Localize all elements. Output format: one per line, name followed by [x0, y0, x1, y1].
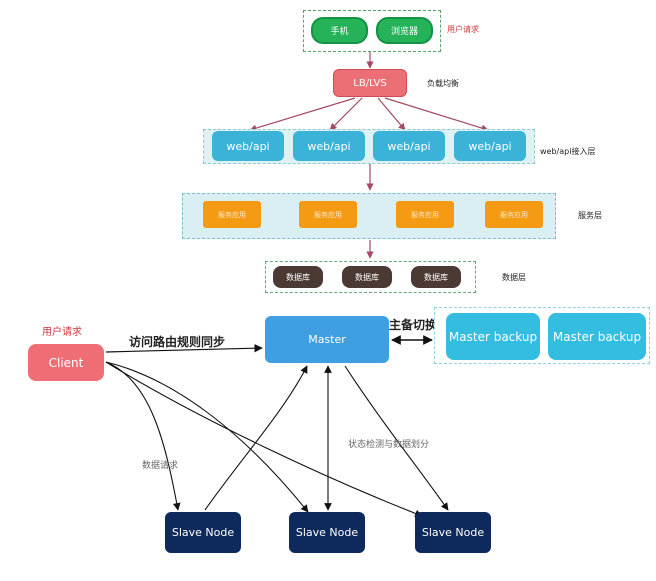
load-balancer-label: 负载均衡 — [427, 79, 459, 88]
database-box: 数据库 — [411, 266, 461, 288]
status-detection-label: 状态检测与数据划分 — [348, 440, 430, 450]
service-app-box: 服务应用 — [396, 201, 454, 228]
arrow-client-to-slave-1 — [105, 361, 181, 511]
client-group — [303, 10, 441, 52]
failover-label: 主备切换 — [389, 318, 438, 332]
service-app-box: 服务应用 — [203, 201, 261, 228]
user-request-label: 用户请求 — [447, 25, 479, 34]
client-phone: 手机 — [311, 17, 368, 44]
database-box: 数据库 — [273, 266, 323, 288]
web-layer-label: web/api接入层 — [540, 147, 596, 156]
arrow-client-to-slave-2 — [105, 361, 309, 513]
arrow-lb-to-web-1 — [249, 97, 356, 132]
arrow-client-to-slave-3 — [105, 361, 423, 518]
master-box: Master — [265, 316, 389, 363]
arrow-lb-to-web-3 — [377, 97, 406, 131]
load-balancer-box: LB/LVS — [333, 69, 407, 97]
arrow-master-to-slave-3 — [344, 365, 449, 511]
slave-node-box: Slave Node — [289, 512, 365, 553]
web-api-box: web/api — [373, 131, 445, 161]
master-backup-box: Master backup — [548, 313, 646, 360]
arrow-lb-to-web-2 — [329, 97, 363, 131]
web-api-box: web/api — [293, 131, 365, 161]
service-app-box: 服务应用 — [485, 201, 543, 228]
arrow-lb-to-web-4 — [384, 97, 489, 132]
web-api-box: web/api — [454, 131, 526, 161]
database-box: 数据库 — [342, 266, 392, 288]
route-sync-label: 访问路由规则同步 — [129, 335, 226, 349]
web-api-box: web/api — [212, 131, 284, 161]
service-layer-label: 服务层 — [578, 211, 602, 220]
arrow-slave-1-to-master — [204, 365, 308, 511]
arrow-client-to-master — [105, 343, 263, 353]
data-request-label: 数据请求 — [142, 461, 179, 471]
slave-node-box: Slave Node — [165, 512, 241, 553]
service-app-box: 服务应用 — [299, 201, 357, 228]
data-layer-label: 数据层 — [502, 273, 526, 282]
master-backup-box: Master backup — [446, 313, 540, 360]
slave-node-box: Slave Node — [415, 512, 491, 553]
client-browser: 浏览器 — [376, 17, 433, 44]
client-user-request-label: 用户请求 — [42, 327, 82, 338]
client-box: Client — [28, 344, 104, 381]
